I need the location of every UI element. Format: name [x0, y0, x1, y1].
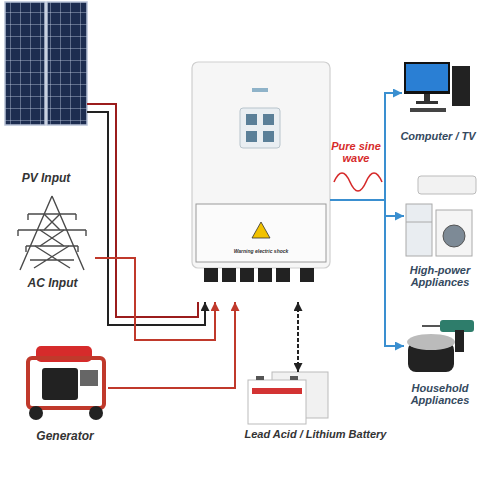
- keyboard: [410, 108, 446, 112]
- warning-triangle: [252, 222, 270, 238]
- cable-gland: [300, 268, 314, 282]
- generator-frame: [28, 358, 104, 408]
- node-label: Household Appliances: [400, 382, 480, 406]
- panel-right: [47, 2, 87, 125]
- drill-handle: [455, 330, 464, 352]
- cable-gland: [222, 268, 236, 282]
- monitor-stand: [424, 94, 430, 102]
- node-label: Computer / TV: [393, 130, 483, 142]
- engine-block: [42, 368, 78, 400]
- generator: [28, 346, 104, 420]
- panel-left: [5, 2, 45, 125]
- power-connector: [95, 258, 215, 340]
- indicator: [246, 131, 257, 142]
- screen: [406, 64, 448, 91]
- node-label: AC Input: [3, 277, 103, 289]
- pv-panel-node: PV Input: [5, 2, 87, 125]
- power-connector: [108, 302, 235, 388]
- generator-node: Generator: [22, 342, 108, 422]
- wheel: [89, 406, 103, 420]
- battery-stripe: [252, 388, 302, 394]
- battery-pack: [248, 372, 328, 424]
- annotation-label: Pure sine wave: [328, 140, 384, 164]
- monitor-base: [416, 101, 438, 104]
- battery-node: Lead Acid / Lithium Battery: [245, 372, 330, 424]
- cable-gland: [276, 268, 290, 282]
- inverter-node: Warning electric shock: [192, 62, 330, 302]
- solar-panel: [5, 2, 87, 125]
- power-connector: [87, 112, 205, 325]
- household-icon: [407, 320, 474, 372]
- indicator: [246, 114, 257, 125]
- high-power-icon: [406, 176, 476, 256]
- fridge-door: [406, 222, 432, 223]
- inverter-body: [192, 62, 330, 268]
- node-label: Generator: [15, 430, 115, 442]
- washer: [436, 210, 472, 256]
- terminal-cover: [196, 204, 326, 262]
- battery-front: [248, 380, 306, 424]
- inverter-logo: [252, 88, 268, 92]
- node-label: High-power Appliances: [400, 264, 480, 288]
- tower-insulators: [18, 214, 86, 252]
- monitor: [404, 62, 450, 94]
- display-panel: [240, 108, 280, 148]
- indicator: [263, 114, 274, 125]
- control-panel: [80, 370, 98, 386]
- computer-icon: [404, 62, 470, 112]
- pv-wire: [87, 104, 198, 317]
- air-conditioner: [418, 176, 476, 194]
- node-label: Lead Acid / Lithium Battery: [221, 428, 411, 440]
- hybrid-inverter: [192, 62, 330, 282]
- grid-node: AC Input: [10, 195, 95, 270]
- drill-bit: [422, 325, 440, 327]
- appliance-node: Computer / TV: [402, 58, 474, 128]
- fridge: [406, 204, 432, 256]
- cable-gland: [258, 268, 272, 282]
- washer-door: [443, 225, 465, 247]
- power-connector: [330, 200, 404, 216]
- node-label: Warning electric shock: [226, 248, 296, 254]
- tower-legs: [20, 196, 84, 270]
- appliance-node: High-power Appliances: [404, 174, 476, 258]
- indicator: [263, 131, 274, 142]
- sine-wave: [334, 173, 382, 191]
- node-label: PV Input: [0, 172, 101, 184]
- appliance-node: Household Appliances: [404, 316, 476, 376]
- cooker-lid: [407, 334, 455, 350]
- battery-terminal: [256, 376, 264, 380]
- wheel: [29, 406, 43, 420]
- battery-terminal: [290, 376, 298, 380]
- transmission-tower: [18, 196, 86, 270]
- cable-gland: [240, 268, 254, 282]
- pc-tower: [452, 66, 470, 106]
- power-connector: [330, 200, 404, 346]
- cable-gland: [204, 268, 218, 282]
- tower-bracing: [30, 214, 74, 268]
- power-connector: [297, 302, 299, 372]
